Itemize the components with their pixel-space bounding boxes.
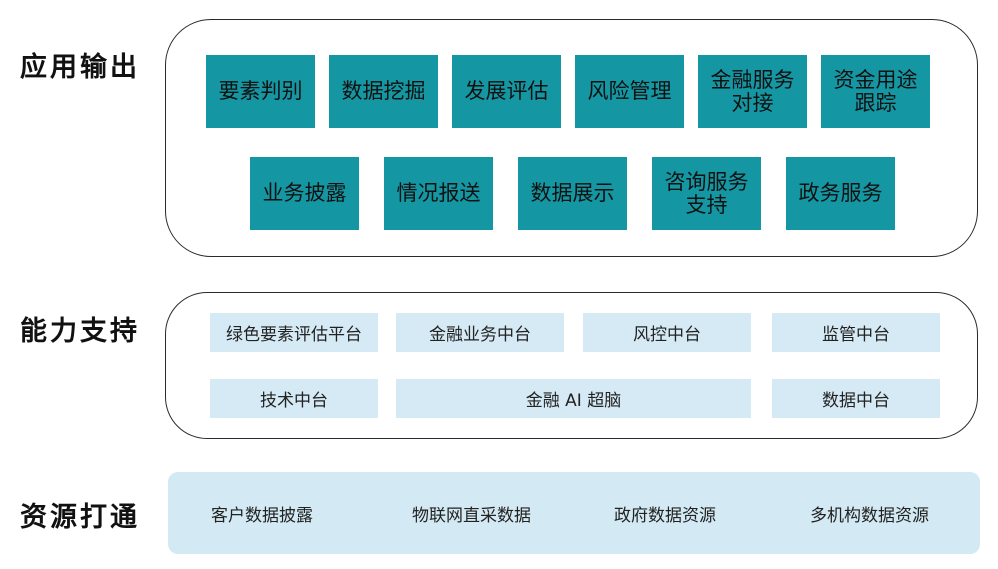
cap-box-data-center: 数据中台 xyxy=(772,379,940,418)
cap-box-green-element-platform: 绿色要素评估平台 xyxy=(210,313,378,352)
resource-government-data: 政府数据资源 xyxy=(614,506,716,526)
app-box-government-service: 政务服务 xyxy=(786,157,895,230)
section-label-capability: 能力支持 xyxy=(20,316,140,347)
app-box-status-reporting: 情况报送 xyxy=(384,157,493,230)
cap-box-supervision-center: 监管中台 xyxy=(772,313,940,352)
app-box-element-identification: 要素判别 xyxy=(206,55,315,128)
section-label-resource: 资源打通 xyxy=(20,502,140,533)
resource-multi-institution-data: 多机构数据资源 xyxy=(810,506,929,526)
cap-box-risk-control-center: 风控中台 xyxy=(583,313,751,352)
app-box-consulting-service-support: 咨询服务 支持 xyxy=(652,157,761,230)
resource-customer-data-disclosure: 客户数据披露 xyxy=(211,506,313,526)
resource-iot-direct-data: 物联网直采数据 xyxy=(412,506,531,526)
cap-box-financial-ai-brain: 金融 AI 超脑 xyxy=(396,379,751,418)
app-box-business-disclosure: 业务披露 xyxy=(250,157,359,230)
cap-box-technology-center: 技术中台 xyxy=(210,379,378,418)
resource-panel xyxy=(168,472,980,554)
app-box-data-mining: 数据挖掘 xyxy=(329,55,438,128)
app-box-financial-service-docking: 金融服务 对接 xyxy=(698,55,807,128)
app-box-fund-usage-tracking: 资金用途 跟踪 xyxy=(821,55,930,128)
section-label-application: 应用输出 xyxy=(20,52,140,83)
app-box-risk-management: 风险管理 xyxy=(575,55,684,128)
app-box-data-display: 数据展示 xyxy=(518,157,627,230)
cap-box-financial-business-center: 金融业务中台 xyxy=(396,313,564,352)
app-box-development-evaluation: 发展评估 xyxy=(452,55,561,128)
